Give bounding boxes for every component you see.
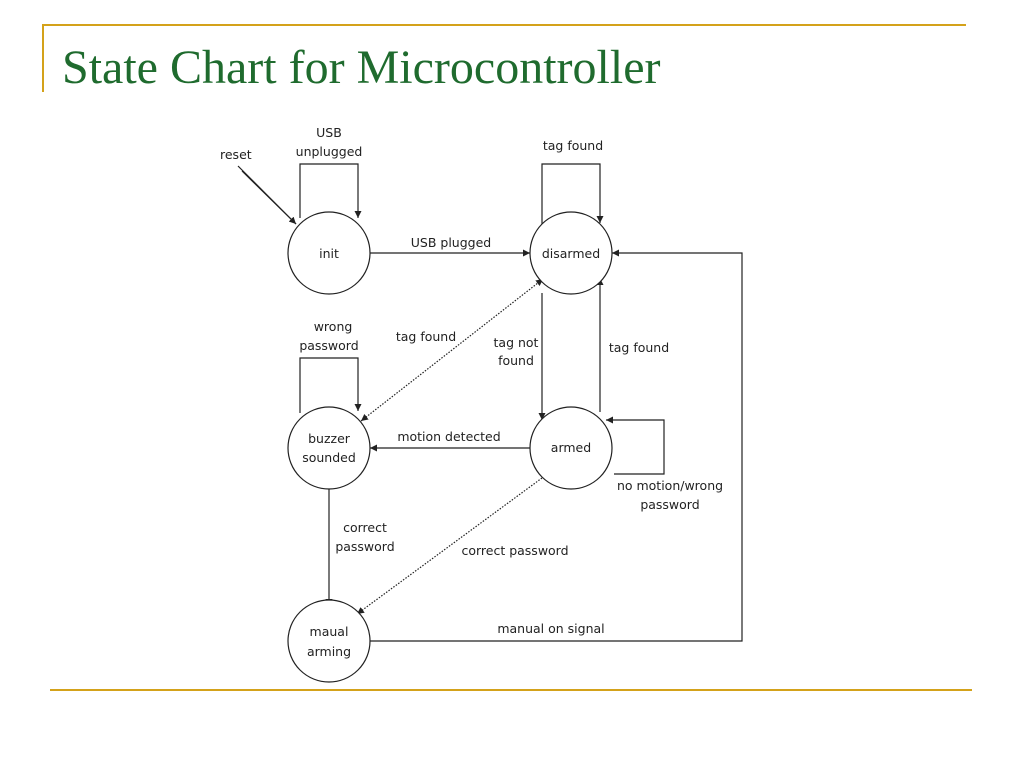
transition-tag-not-found-label-line1: tag not xyxy=(494,335,539,350)
transition-tag-found-disarmed-loop xyxy=(541,163,604,225)
transition-motion-detected-label: motion detected xyxy=(397,429,500,444)
transition-tag-found-buzzer-label: tag found xyxy=(396,329,456,344)
transition-correct-password-buzzer-label-line1: correct xyxy=(343,520,387,535)
state-init-node xyxy=(287,211,371,295)
transition-manual-on-signal-label: manual on signal xyxy=(497,621,604,636)
transition-tag-found-armed-label: tag found xyxy=(609,340,669,355)
transition-no-motion-label-line1: no motion/wrong xyxy=(617,478,723,493)
slide-title: State Chart for Microcontroller xyxy=(62,41,661,94)
transition-wrong-password-loop xyxy=(299,357,362,413)
state-init-label: init xyxy=(319,246,339,261)
transition-tag-not-found-label-line2: found xyxy=(498,353,534,368)
transition-tag-found-buzzer-arrow xyxy=(360,278,544,422)
transition-manual-on-signal-arrow xyxy=(370,249,743,642)
state-armed-label: armed xyxy=(551,440,591,455)
transition-no-motion-label-line2: password xyxy=(640,497,699,512)
transition-no-motion-loop xyxy=(606,416,665,475)
transition-wrong-password-label-line2: password xyxy=(299,338,358,353)
state-disarmed-node xyxy=(529,211,613,295)
transition-correct-password-armed-arrow xyxy=(356,477,543,615)
state-buzzer-sounded-node xyxy=(287,406,371,490)
transition-reset-arrow-shadow xyxy=(241,170,297,225)
state-manual-label-line1: maual xyxy=(310,624,349,639)
state-buzzer-label-line1: buzzer xyxy=(308,431,351,446)
transition-tag-found-disarmed-label: tag found xyxy=(543,138,603,153)
transition-usb-unplugged-loop xyxy=(299,163,362,218)
transition-correct-password-buzzer-label-line2: password xyxy=(335,539,394,554)
transition-usb-unplugged-label-line2: unplugged xyxy=(296,144,363,159)
transition-wrong-password-label-line1: wrong xyxy=(314,319,353,334)
state-buzzer-label-line2: sounded xyxy=(302,450,356,465)
transition-usb-plugged-label: USB plugged xyxy=(411,235,491,250)
transition-reset-label: reset xyxy=(220,147,252,162)
state-disarmed-label: disarmed xyxy=(542,246,600,261)
transition-usb-unplugged-label-line1: USB xyxy=(316,125,342,140)
title-left-rule xyxy=(42,24,44,92)
state-manual-label-line2: arming xyxy=(307,644,351,659)
title-top-rule xyxy=(42,24,966,26)
state-armed-node xyxy=(529,406,613,490)
footer-rule xyxy=(50,689,972,691)
state-manual-arming-node xyxy=(287,599,371,683)
transition-correct-password-armed-label: correct password xyxy=(461,543,568,558)
